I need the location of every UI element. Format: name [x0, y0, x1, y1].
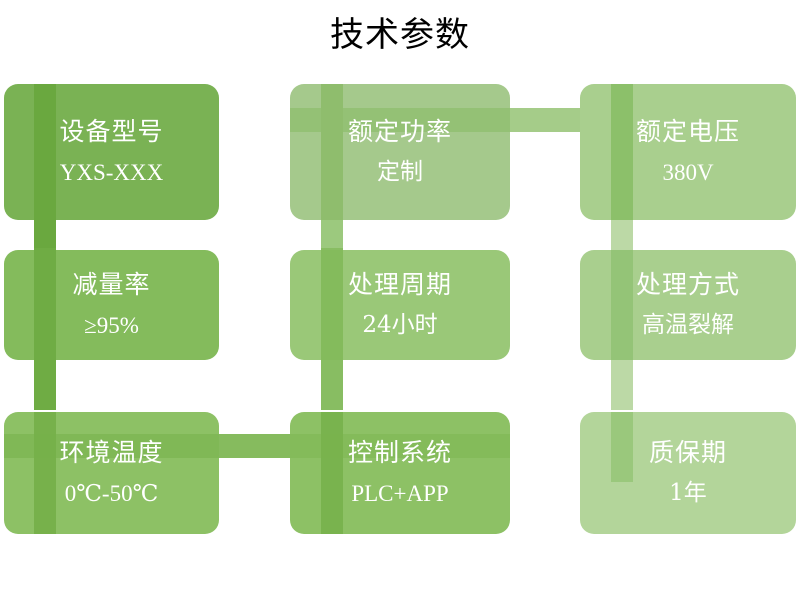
card-value-ambient-temperature: 0℃-50℃ — [64, 481, 159, 506]
card-title-control-system: 控制系统 — [347, 438, 452, 467]
card-warranty-period[interactable]: 质保期 1年 — [580, 412, 796, 534]
card-title-treatment-method: 处理方式 — [635, 270, 740, 299]
card-title-reduction-rate: 减量率 — [72, 270, 151, 299]
card-value-reduction-rate: ≥95% — [84, 313, 139, 338]
card-value-rated-voltage: 380V — [662, 160, 714, 185]
card-title-rated-voltage: 额定电压 — [635, 117, 740, 146]
card-value-rated-power: 定制 — [377, 159, 423, 185]
card-title-treatment-cycle: 处理周期 — [347, 270, 452, 299]
card-title-rated-power: 额定功率 — [347, 117, 452, 146]
card-reduction-rate[interactable]: 减量率 ≥95% — [4, 250, 219, 360]
card-value-treatment-method: 高温裂解 — [642, 312, 734, 338]
page-title: 技术参数 — [330, 15, 470, 55]
card-rated-power[interactable]: 额定功率 定制 — [290, 84, 510, 220]
card-value-control-system: PLC+APP — [351, 481, 449, 506]
card-value-warranty-period: 1年 — [669, 480, 707, 506]
card-value-treatment-cycle: 24小时 — [362, 312, 438, 338]
card-title-ambient-temperature: 环境温度 — [59, 438, 164, 467]
card-device-model[interactable]: 设备型号 YXS-XXX — [4, 84, 219, 220]
card-title-warranty-period: 质保期 — [648, 438, 727, 467]
card-rated-voltage[interactable]: 额定电压 380V — [580, 84, 796, 220]
card-value-device-model: YXS-XXX — [59, 160, 164, 185]
card-treatment-method[interactable]: 处理方式 高温裂解 — [580, 250, 796, 360]
card-treatment-cycle[interactable]: 处理周期 24小时 — [290, 250, 510, 360]
card-ambient-temperature[interactable]: 环境温度 0℃-50℃ — [4, 412, 219, 534]
card-title-device-model: 设备型号 — [59, 117, 164, 146]
card-control-system[interactable]: 控制系统 PLC+APP — [290, 412, 510, 534]
